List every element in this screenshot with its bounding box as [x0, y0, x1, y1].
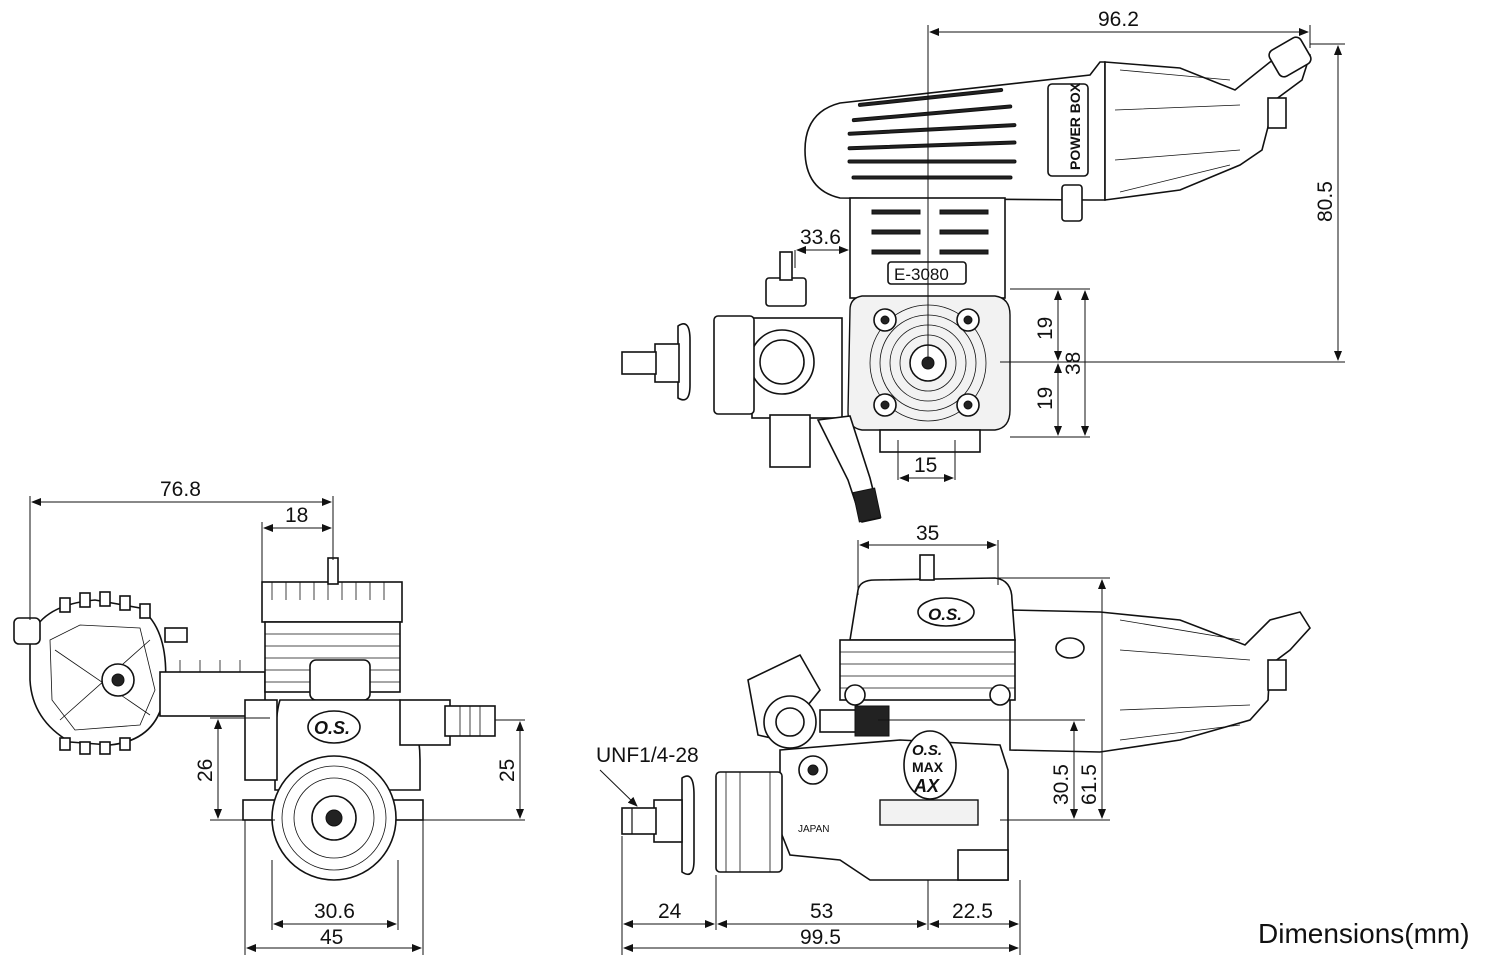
dim-53: 53 — [810, 900, 833, 923]
thread-spec-label: UNF1/4-28 — [596, 744, 699, 767]
dim-76-8: 76.8 — [160, 478, 201, 501]
badge-ax: AX — [913, 776, 940, 796]
dim-30-5: 30.5 — [1050, 764, 1073, 805]
dim-30-6: 30.6 — [314, 900, 355, 923]
dim-24: 24 — [658, 900, 682, 923]
dim-19-lower: 19 — [1034, 387, 1057, 410]
dim-38: 38 — [1062, 352, 1085, 375]
dim-18: 18 — [285, 504, 308, 527]
side-view-dimensions: 35 30.5 61.5 UNF1/4-28 24 53 22.5 99.5 — [596, 522, 1110, 955]
dim-26: 26 — [194, 759, 217, 782]
dim-80-5: 80.5 — [1314, 181, 1337, 222]
dim-35: 35 — [916, 522, 939, 545]
dim-45: 45 — [320, 926, 343, 949]
dim-19-upper: 19 — [1034, 317, 1057, 340]
dim-15: 15 — [914, 454, 937, 477]
dim-99-5: 99.5 — [800, 926, 841, 949]
dimensions-caption: Dimensions(mm) — [1258, 918, 1470, 949]
dim-96-2: 96.2 — [1098, 8, 1139, 31]
side-logo: O.S. — [928, 605, 962, 624]
front-view-dimensions: 76.8 18 26 25 30.6 45 — [29, 478, 525, 955]
front-logo: O.S. — [314, 718, 350, 738]
side-view-engine: O.S. O.S. MAX AX JAPAN — [621, 554, 1311, 881]
top-view-engine: POWER BOX E-3080 — [621, 36, 1312, 523]
dim-25: 25 — [496, 759, 519, 782]
badge-max: MAX — [912, 759, 944, 775]
top-view-dimensions: 96.2 80.5 33.6 19 19 38 15 — [794, 8, 1345, 482]
front-view-engine: O.S. — [13, 557, 496, 881]
engine-code-label: E-3080 — [894, 265, 949, 284]
side-logo-small: O.S. — [912, 742, 942, 759]
dim-33-6: 33.6 — [800, 226, 841, 249]
dim-61-5: 61.5 — [1078, 764, 1101, 805]
dim-22-5: 22.5 — [952, 900, 993, 923]
japan-marking: JAPAN — [798, 824, 830, 835]
muffler-brand-label: POWER BOX — [1067, 82, 1083, 170]
